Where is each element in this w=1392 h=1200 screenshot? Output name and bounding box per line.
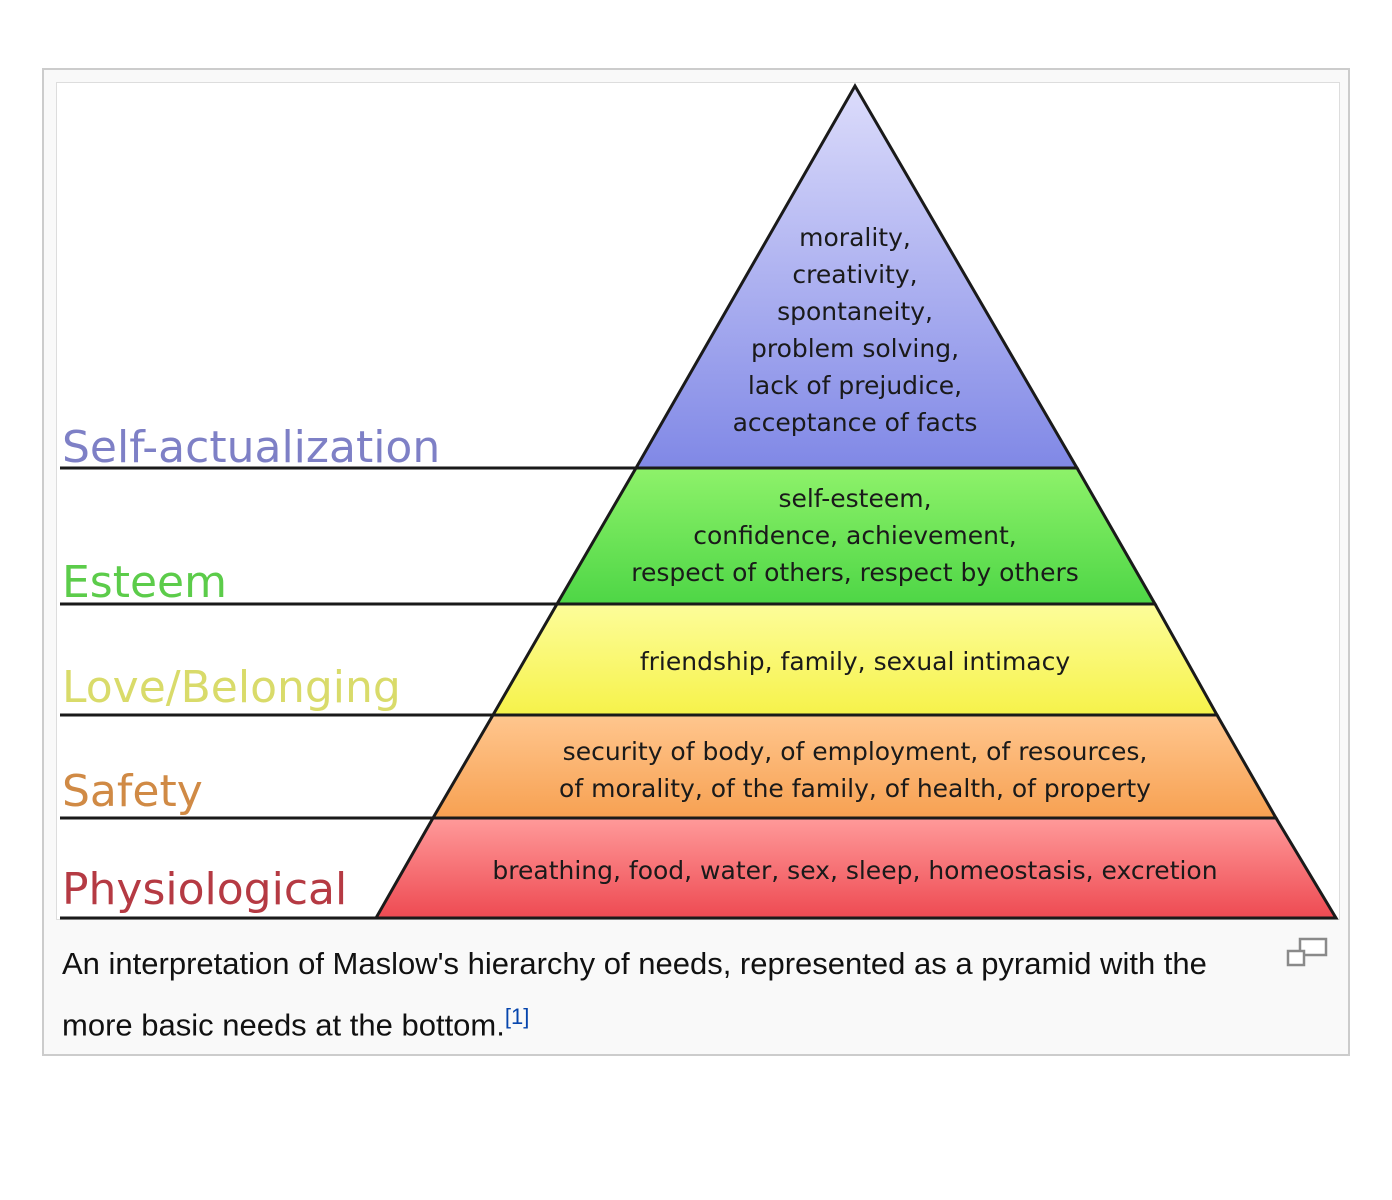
level-label-safety: Safety [62,766,203,817]
level-label-esteem: Esteem [62,557,227,608]
desc-line: spontaneity, [777,297,933,326]
magnify-icon-graphic [1286,937,1328,967]
desc-line: security of body, of employment, of reso… [563,737,1148,766]
image-caption: An interpretation of Maslow's hierarchy … [62,938,1252,1051]
desc-line: morality, [799,223,911,252]
tier-physiological [373,816,1339,920]
desc-love-belonging: friendship, family, sexual intimacy [640,647,1071,676]
magnify-icon[interactable] [1284,936,1330,970]
desc-line: confidence, achievement, [693,521,1017,550]
desc-line: creativity, [792,260,917,289]
reference-link[interactable]: [1] [504,1004,530,1029]
level-label-self-actualization: Self-actualization [62,422,440,473]
desc-line: problem solving, [751,334,959,363]
desc-line: breathing, food, water, sex, sleep, home… [492,856,1217,885]
desc-safety: security of body, of employment, of reso… [559,737,1151,803]
desc-esteem: self-esteem, confidence, achievement, re… [631,484,1079,587]
desc-line: lack of prejudice, [748,371,962,400]
level-label-physiological: Physiological [62,864,347,915]
desc-self-actualization: morality, creativity, spontaneity, probl… [733,223,978,437]
desc-line: self-esteem, [778,484,931,513]
desc-line: respect of others, respect by others [631,558,1079,587]
reference-superscript: [1] [505,1002,529,1030]
desc-line: of morality, of the family, of health, o… [559,774,1151,803]
level-label-love-belonging: Love/Belonging [62,662,401,713]
desc-line: friendship, family, sexual intimacy [640,647,1071,676]
desc-line: acceptance of facts [733,408,978,437]
caption-text: An interpretation of Maslow's hierarchy … [62,946,1207,1043]
desc-physiological: breathing, food, water, sex, sleep, home… [492,856,1217,885]
